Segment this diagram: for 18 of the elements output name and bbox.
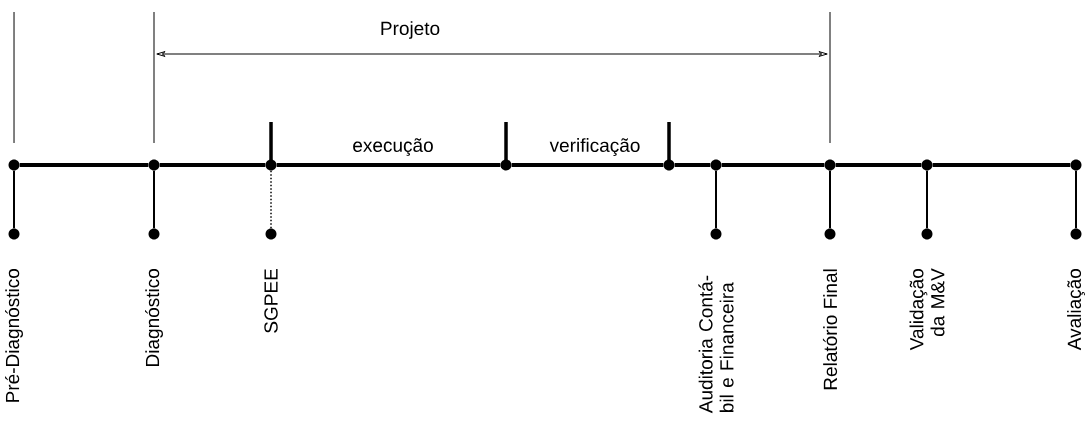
timeline-segment	[511, 163, 664, 167]
stem-line	[829, 169, 831, 230]
phase-label: verificação	[549, 138, 640, 156]
phase-label: execução	[353, 138, 433, 156]
stem-line	[270, 169, 272, 230]
timeline-segment	[721, 163, 825, 167]
timeline-segment	[276, 163, 501, 167]
dimension-label: Projeto	[381, 21, 440, 39]
timeline-segment	[674, 163, 711, 167]
timeline-segment	[159, 163, 266, 167]
timeline-segment	[932, 163, 1071, 167]
timeline-segment	[19, 163, 149, 167]
stem-line	[153, 169, 155, 230]
timeline-segment	[835, 163, 922, 167]
stem-line	[715, 169, 717, 230]
stem-line	[1075, 169, 1077, 230]
stem-line	[13, 169, 15, 230]
stem-line	[926, 169, 928, 230]
